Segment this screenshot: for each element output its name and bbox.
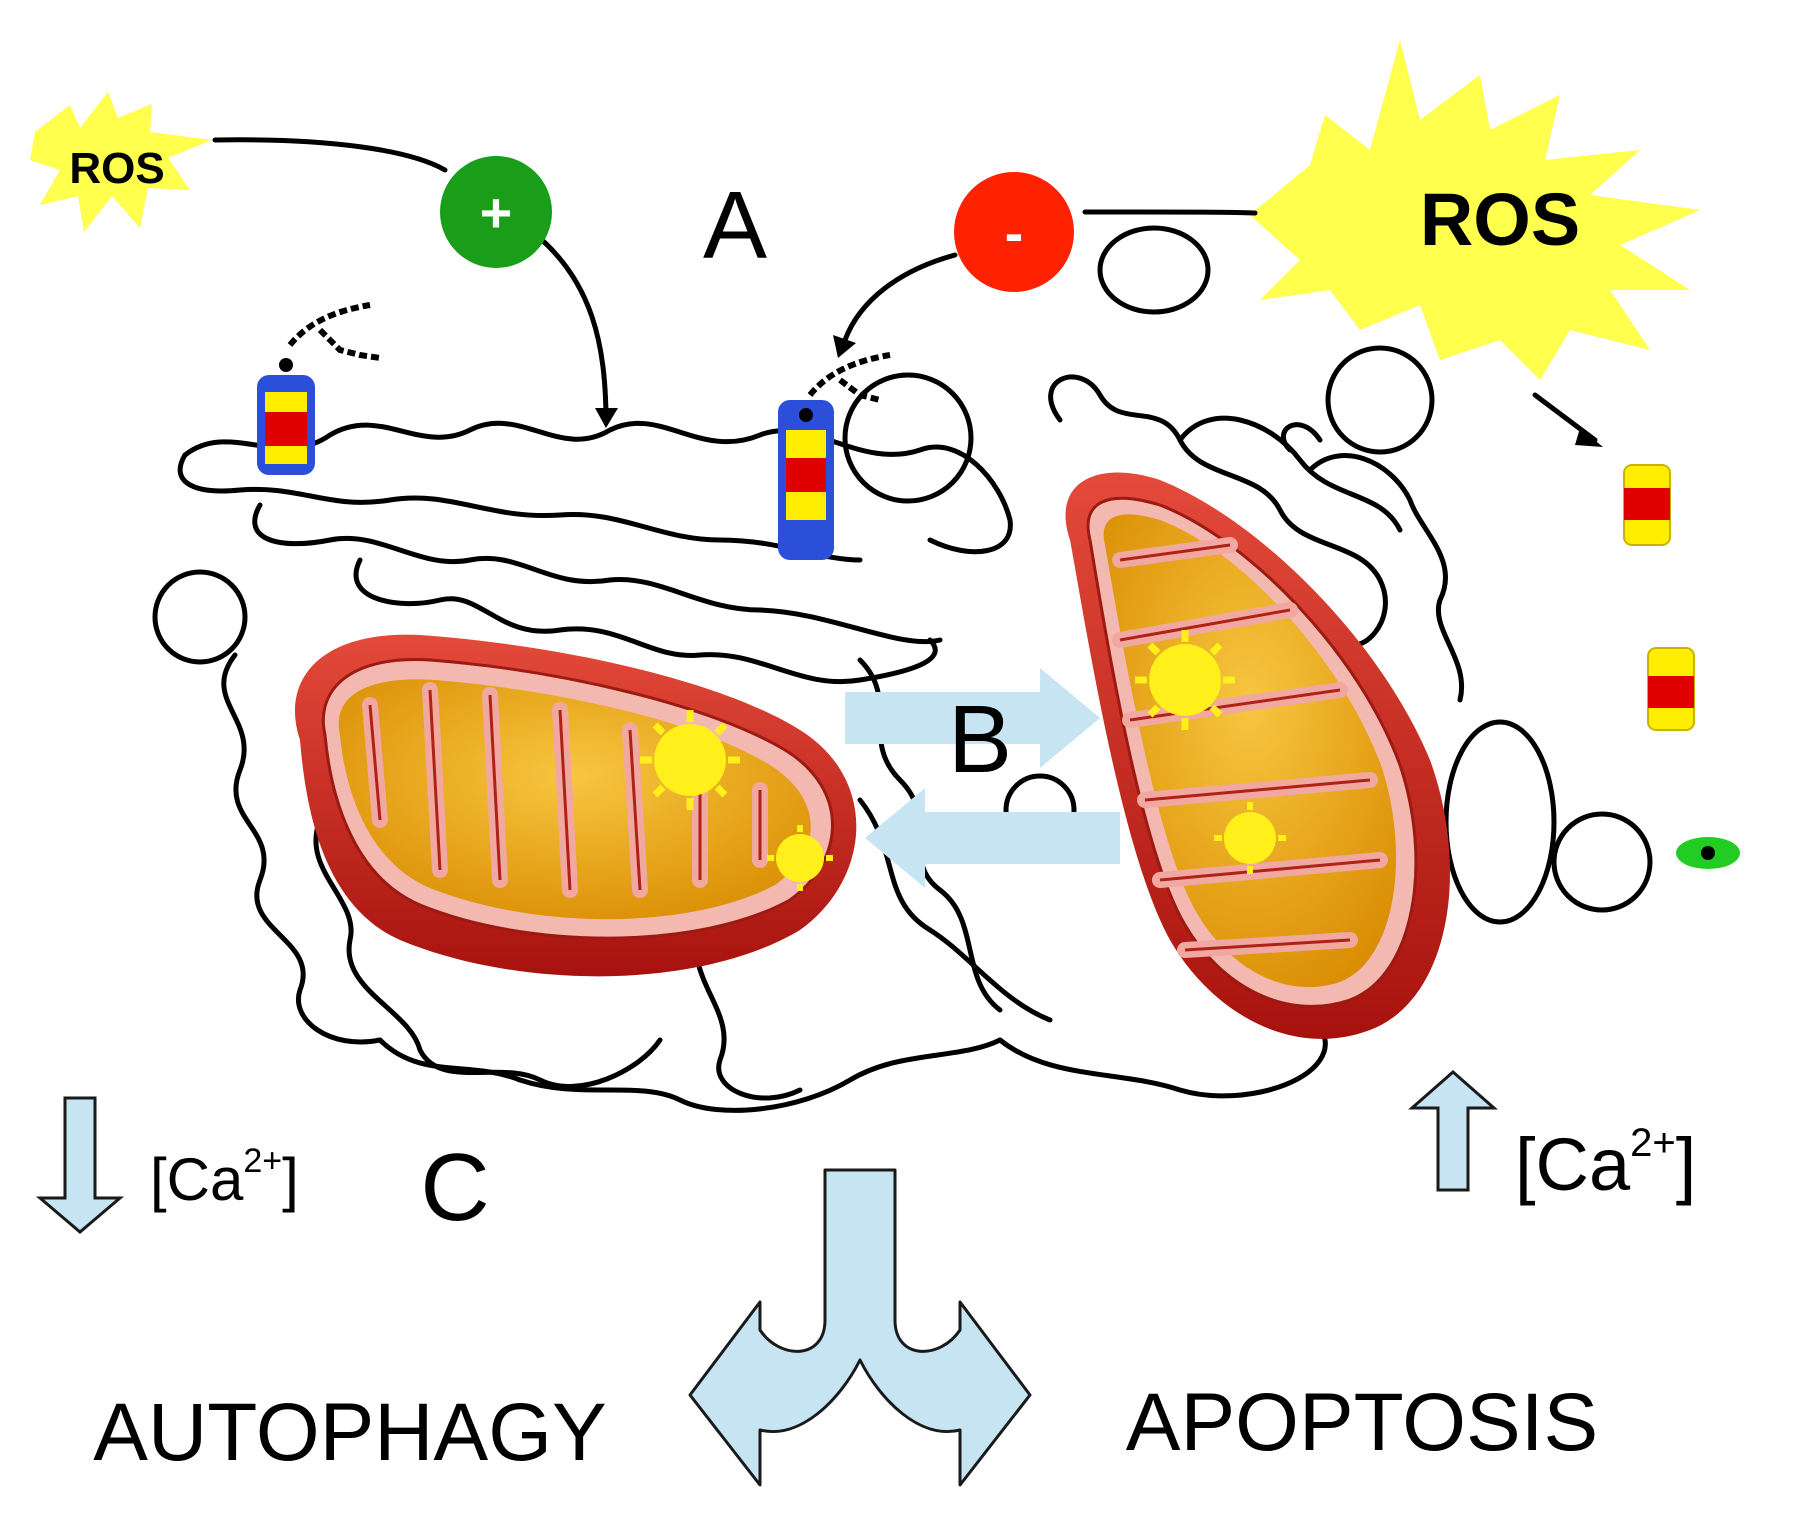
ros-spark bbox=[1135, 630, 1235, 730]
ca-right-base: [Ca bbox=[1515, 1123, 1631, 1206]
released-complex-1 bbox=[1623, 464, 1671, 546]
ros-large-label: ROS bbox=[1420, 178, 1580, 261]
up-arrow-icon bbox=[1408, 1070, 1498, 1192]
endoplasmic-reticulum-network bbox=[177, 374, 1465, 1113]
ca-right-label: [Ca2+] bbox=[1515, 1121, 1696, 1206]
channel-complex-right bbox=[778, 352, 891, 560]
apoptosis-label: APOPTOSIS bbox=[1126, 1377, 1598, 1468]
minus-arrowhead bbox=[833, 335, 856, 358]
mitochondrion-right bbox=[1065, 472, 1450, 1039]
plus-circle: + bbox=[440, 156, 552, 268]
minus-arrow-line bbox=[842, 252, 958, 343]
ca-left-close: ] bbox=[282, 1146, 299, 1213]
mitochondrion-left bbox=[295, 634, 857, 977]
ros-spark bbox=[640, 710, 740, 810]
release-arrowhead bbox=[1575, 428, 1603, 447]
minus-circle: - bbox=[954, 172, 1074, 292]
ros-burst-small: ROS bbox=[30, 92, 212, 232]
ros-burst-large: ROS bbox=[1250, 40, 1700, 380]
ca-increase-indicator: [Ca2+] bbox=[1408, 1070, 1696, 1206]
ros-to-minus-line bbox=[1082, 209, 1258, 216]
panel-a-label: A bbox=[703, 172, 767, 279]
fork-arrow-icon bbox=[688, 1168, 1032, 1487]
plus-sign: + bbox=[480, 181, 513, 244]
exchange-arrows: B bbox=[845, 668, 1120, 888]
ca-left-sup: 2+ bbox=[243, 1142, 282, 1180]
ros-small-label: ROS bbox=[69, 144, 164, 193]
channel-complex-left bbox=[257, 302, 381, 475]
plus-arrow-line bbox=[527, 227, 609, 418]
autophagy-label: AUTOPHAGY bbox=[93, 1387, 606, 1478]
panel-c-label: C bbox=[420, 1134, 489, 1241]
ros-spark bbox=[767, 825, 833, 891]
ros-spark bbox=[1214, 802, 1286, 874]
released-complex-2 bbox=[1647, 647, 1695, 731]
released-complex-3 bbox=[1676, 837, 1740, 869]
plus-arrowhead bbox=[595, 408, 618, 428]
ca-right-close: ] bbox=[1676, 1123, 1697, 1206]
panel-b-label: B bbox=[948, 686, 1012, 793]
ca-left-label: [Ca2+] bbox=[150, 1142, 299, 1213]
ca-right-sup: 2+ bbox=[1630, 1121, 1676, 1165]
ca-decrease-indicator: [Ca2+] bbox=[35, 1096, 299, 1234]
down-arrow-icon bbox=[35, 1096, 125, 1234]
ros-to-plus-line bbox=[212, 137, 448, 173]
minus-sign: - bbox=[1005, 201, 1024, 264]
ca-left-base: [Ca bbox=[150, 1146, 244, 1213]
